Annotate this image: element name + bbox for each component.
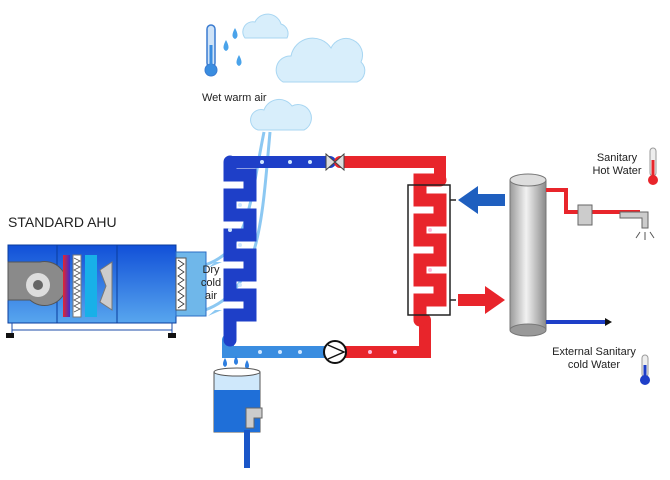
cloud-icon — [242, 13, 366, 131]
drain-faucet-icon[interactable] — [244, 407, 263, 468]
cold-thermometer-icon — [640, 354, 650, 385]
condenser-coil — [413, 173, 447, 327]
valve-icon[interactable] — [325, 152, 345, 172]
thermometer-icon — [204, 24, 218, 77]
ahu-unit — [6, 244, 207, 338]
hot-thermometer-icon — [648, 147, 658, 185]
dry-air-arrow — [208, 262, 222, 316]
water-drop-icon — [223, 28, 242, 66]
pump-icon[interactable] — [323, 340, 347, 364]
hot-water-label: Sanitary Hot Water — [592, 152, 642, 177]
condenser-frame — [407, 184, 456, 316]
hot-water-pipe — [546, 188, 640, 214]
ahu-label: STANDARD AHU — [8, 214, 117, 230]
dry-cold-air-label: Dry cold air — [200, 264, 222, 302]
fan-icon — [7, 261, 68, 307]
wet-warm-air-label: Wet warm air — [202, 92, 267, 104]
refrigerant-bubbles — [228, 160, 432, 354]
cold-return-arrow — [458, 186, 505, 214]
hot-supply-arrow — [458, 286, 505, 314]
evaporator-coil — [223, 155, 257, 347]
faucet-icon[interactable] — [577, 204, 655, 240]
cold-water-label: External Sanitary cold Water — [552, 346, 636, 371]
inlet-marker — [605, 318, 612, 326]
water-tank-icon — [509, 173, 547, 337]
